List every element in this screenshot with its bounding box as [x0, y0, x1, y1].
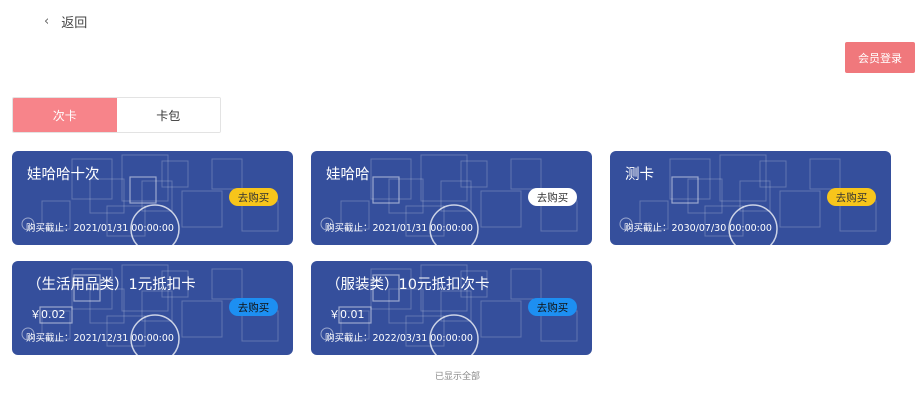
buy-button[interactable]: 去购买: [528, 188, 577, 206]
back-label: 返回: [61, 15, 88, 31]
card-title: 测卡: [625, 167, 654, 183]
card-pattern: [320, 154, 578, 245]
card-tabs: 次卡 卡包: [12, 97, 221, 133]
card-price: ￥0.02: [30, 308, 66, 321]
card-deadline: 购买截止：2030/07/30 00:00:00: [624, 223, 772, 234]
buy-button[interactable]: 去购买: [229, 298, 278, 316]
tab-times-card[interactable]: 次卡: [13, 98, 117, 132]
member-login-button[interactable]: 会员登录: [845, 42, 915, 73]
buy-button[interactable]: 去购买: [229, 188, 278, 206]
card-deadline: 购买截止：2022/03/31 00:00:00: [325, 333, 473, 344]
chevron-left-icon: ‹: [44, 13, 50, 29]
card-item[interactable]: （生活用品类）1元抵扣卡 ￥0.02 去购买 购买截止：2021/12/31 0…: [12, 261, 293, 355]
card-title: （生活用品类）1元抵扣卡: [27, 277, 196, 293]
back-button[interactable]: ‹ 返回: [44, 11, 87, 31]
card-deadline: 购买截止：2021/12/31 00:00:00: [26, 333, 174, 344]
card-title: 娃哈哈: [326, 167, 370, 183]
buy-button[interactable]: 去购买: [827, 188, 876, 206]
card-title: （服装类）10元抵扣次卡: [326, 277, 490, 293]
card-item[interactable]: 测卡 去购买 购买截止：2030/07/30 00:00:00: [610, 151, 891, 245]
card-title: 娃哈哈十次: [27, 167, 100, 183]
tab-card-wallet[interactable]: 卡包: [116, 98, 220, 132]
card-deadline: 购买截止：2021/01/31 00:00:00: [325, 223, 473, 234]
card-item[interactable]: 娃哈哈 去购买 购买截止：2021/01/31 00:00:00: [311, 151, 592, 245]
card-deadline: 购买截止：2021/01/31 00:00:00: [26, 223, 174, 234]
card-pattern: [21, 264, 279, 355]
card-item[interactable]: （服装类）10元抵扣次卡 ￥0.01 去购买 购买截止：2022/03/31 0…: [311, 261, 592, 355]
card-price: ￥0.01: [329, 308, 365, 321]
card-pattern: [320, 264, 578, 355]
buy-button[interactable]: 去购买: [528, 298, 577, 316]
list-end-note: 已显示全部: [434, 372, 480, 382]
card-item[interactable]: 娃哈哈十次 去购买 购买截止：2021/01/31 00:00:00: [12, 151, 293, 245]
